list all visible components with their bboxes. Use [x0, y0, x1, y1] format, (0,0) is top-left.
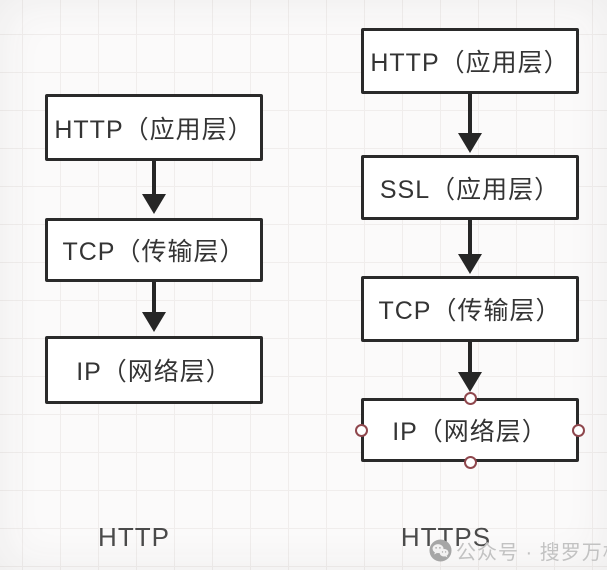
arrow-left-tcp-to-ip-stem: [152, 281, 156, 312]
watermark-text: 公众号 · 搜罗万相: [456, 542, 607, 564]
node-left-tcp-transport-layer: TCP（传输层）: [45, 218, 263, 282]
selection-handle-top: [464, 392, 477, 405]
node-right-http-application-layer: HTTP（应用层）: [361, 28, 579, 94]
caption-left-http: HTTP: [98, 522, 170, 552]
arrow-right-ssl-to-tcp-stem: [468, 219, 472, 254]
arrow-left-tcp-to-ip-head-icon: [142, 312, 166, 332]
node-left-ip-network-layer: IP（网络层）: [45, 336, 263, 404]
arrow-right-tcp-to-ip-stem: [468, 341, 472, 372]
selection-handle-right: [572, 424, 585, 437]
node-right-ssl-application-layer: SSL（应用层）: [361, 155, 579, 220]
selection-handle-left: [355, 424, 368, 437]
node-left-http-application-layer: HTTP（应用层）: [45, 94, 263, 161]
arrow-right-http-to-ssl-stem: [468, 93, 472, 133]
wechat-icon: [429, 539, 452, 562]
node-right-ip-network-layer-selected: IP（网络层）: [361, 398, 579, 462]
watermark: 公众号 · 搜罗万相: [429, 536, 607, 565]
arrow-left-http-to-tcp-stem: [152, 160, 156, 194]
arrow-left-http-to-tcp-head-icon: [142, 194, 166, 214]
arrow-right-http-to-ssl-head-icon: [458, 133, 482, 153]
selection-handle-bottom: [464, 456, 477, 469]
arrow-right-tcp-to-ip-head-icon: [458, 372, 482, 392]
node-right-tcp-transport-layer: TCP（传输层）: [361, 276, 579, 342]
arrow-right-ssl-to-tcp-head-icon: [458, 254, 482, 274]
